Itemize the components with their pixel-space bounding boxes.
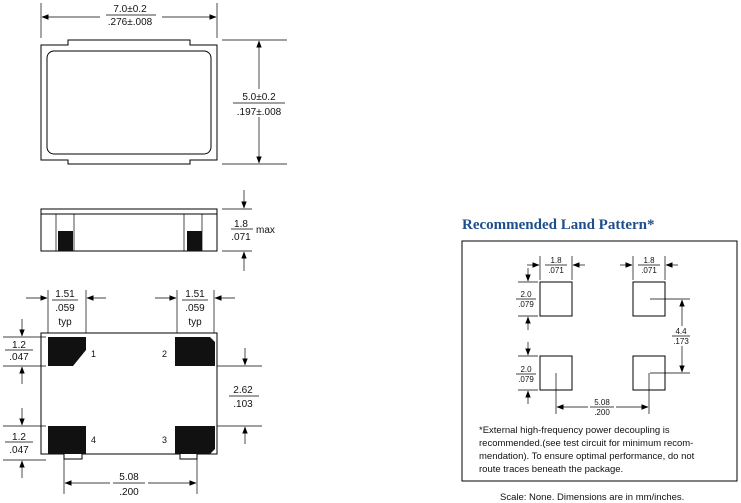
pad-height-top-in: .047 xyxy=(9,352,29,363)
pad-height-bottom-mm: 1.2 xyxy=(12,432,26,443)
land-pad-top-left xyxy=(539,281,573,317)
pad-gap-in: .103 xyxy=(233,399,253,410)
pad-height-top-mm: 1.2 xyxy=(12,340,26,351)
side-terminal-left xyxy=(58,231,73,251)
footer-scale-note: Scale: None. Dimensions are in mm/inches… xyxy=(500,492,684,503)
side-height-mm-label: 1.8 xyxy=(234,219,248,230)
height-in-label: .197±.008 xyxy=(237,107,282,118)
land-pad-width-right-in: .071 xyxy=(641,266,657,275)
land-horiz-spacing-mm: 5.08 xyxy=(594,398,610,407)
land-note-line-1: *External high-frequency power decouplin… xyxy=(479,425,670,436)
pad-2 xyxy=(175,337,215,366)
side-height-max-label: max xyxy=(256,225,275,236)
width-mm-label: 7.0±0.2 xyxy=(113,4,147,15)
land-pad-width-left-in: .071 xyxy=(548,266,564,275)
land-pattern-title: Recommended Land Pattern* xyxy=(462,217,654,233)
pad-width-right-typ: typ xyxy=(188,317,202,328)
pad-gap-mm: 2.62 xyxy=(233,385,253,396)
land-horiz-spacing-in: .200 xyxy=(594,408,610,417)
pin-3-label: 3 xyxy=(162,435,167,445)
land-pad-height-top-mm: 2.0 xyxy=(520,290,532,299)
side-terminal-right xyxy=(187,231,202,251)
side-body xyxy=(40,208,218,252)
land-vert-spacing-in: .173 xyxy=(673,337,689,346)
pin-2-label: 2 xyxy=(162,349,167,359)
width-in-label: .276±.008 xyxy=(108,17,153,28)
land-note-line-4: route traces beneath the package. xyxy=(479,464,623,475)
pad-1 xyxy=(48,337,86,366)
package-lid xyxy=(46,50,212,155)
pad-4 xyxy=(48,426,86,454)
pad-height-bottom-in: .047 xyxy=(9,445,29,456)
pad-width-left-in: .059 xyxy=(55,303,75,314)
land-note-line-3: mendation). To ensure optimal performanc… xyxy=(479,451,695,462)
pad-width-left-mm: 1.51 xyxy=(55,289,75,300)
land-pad-height-bottom-in: .079 xyxy=(518,375,534,384)
bottom-view: 1 2 3 4 1.51 .059 typ 1.51 .059 typ 1.2 … xyxy=(2,289,264,501)
pad-width-left-typ: typ xyxy=(58,317,72,328)
side-height-in-label: .071 xyxy=(231,232,251,243)
land-pattern-frame xyxy=(461,240,738,482)
pad-width-right-in: .059 xyxy=(185,303,205,314)
pitch-mm: 5.08 xyxy=(119,472,139,483)
package-outline xyxy=(40,39,218,165)
land-pad-height-top-in: .079 xyxy=(518,300,534,309)
land-pad-width-right-mm: 1.8 xyxy=(643,256,655,265)
height-mm-label: 5.0±0.2 xyxy=(242,92,276,103)
pad-width-right-mm: 1.51 xyxy=(185,289,205,300)
pin-1-label: 1 xyxy=(91,349,96,359)
pad-3 xyxy=(175,426,215,454)
land-pattern-section: Recommended Land Pattern* 1.8 .071 1.8 .… xyxy=(461,217,738,482)
pitch-in: .200 xyxy=(119,487,139,498)
pin-4-label: 4 xyxy=(91,435,96,445)
land-vert-spacing-mm: 4.4 xyxy=(675,327,687,336)
top-view: 7.0±0.2 .276±.008 5.0±0.2 .197±.008 xyxy=(40,2,289,165)
land-pad-height-bottom-mm: 2.0 xyxy=(520,365,532,374)
side-view: 1.8 .071 max xyxy=(40,190,275,271)
land-note-line-2: recommended.(see test circuit for minimu… xyxy=(479,438,693,449)
land-pad-width-left-mm: 1.8 xyxy=(550,256,562,265)
